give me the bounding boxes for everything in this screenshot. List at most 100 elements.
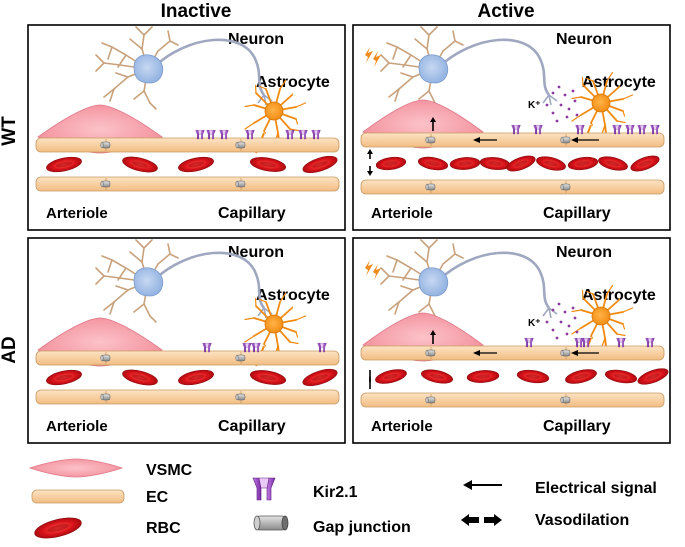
astrocyte-soma — [264, 314, 284, 334]
electrical-signal-arrowhead — [473, 137, 480, 143]
rbc-cell — [249, 370, 287, 385]
neuron-dendrite — [380, 267, 390, 277]
rbc-cell — [302, 368, 338, 387]
potassium-ion-dot — [575, 330, 579, 334]
neuron-dendrite — [107, 259, 113, 273]
kir-channel-pore — [319, 343, 325, 348]
kir-channel-pore — [253, 343, 259, 348]
gap-junction-end — [235, 180, 239, 188]
legend-gap-junction-icon — [253, 515, 289, 531]
endothelial-cell — [360, 392, 665, 408]
neuron-dendrite — [109, 301, 115, 315]
rbc-center — [260, 161, 276, 168]
neuron-axon-terminal — [542, 94, 558, 106]
potassium-ion-dot — [567, 107, 571, 111]
endothelial-cell — [360, 179, 665, 195]
astrocyte-process — [279, 79, 287, 90]
rbc-cell — [375, 369, 407, 384]
kir-channel-icon — [533, 125, 543, 135]
neuron-label: Neuron — [556, 31, 612, 48]
rbc-center — [426, 161, 440, 166]
neuron-dendrite — [169, 253, 179, 259]
neuron-dendrite — [452, 30, 456, 42]
neuron — [95, 26, 273, 110]
neuron-soma — [418, 54, 449, 84]
endothelial-cell — [35, 176, 340, 192]
astrocyte-process — [244, 317, 255, 321]
gap-junction-end — [425, 183, 429, 191]
astrocyte-process — [590, 335, 594, 339]
rbc-cell — [536, 156, 566, 171]
astrocyte-process — [618, 85, 621, 88]
gap-junction-end — [235, 393, 239, 401]
gap-junction-icon — [235, 393, 246, 401]
endothelial-layer — [360, 392, 665, 408]
neuron-dendrite — [380, 62, 390, 72]
rbc-center — [429, 373, 445, 380]
endothelial-layer — [35, 389, 340, 405]
kir-channel-pore — [577, 125, 583, 130]
astrocyte-process — [259, 85, 267, 90]
rbc-center — [260, 374, 276, 381]
lightning-bolt — [365, 47, 373, 63]
neuron-dendrite — [420, 239, 430, 249]
vasodilation-arrowhead — [367, 171, 373, 176]
kir-channel-icon — [242, 343, 252, 353]
endothelial-layer — [35, 350, 340, 366]
rbc-cell — [598, 156, 628, 171]
neuron-dendrite — [428, 26, 438, 36]
gap-junction-end — [235, 141, 239, 149]
kir-channel-icon — [581, 338, 591, 348]
kir-channel-icon — [511, 125, 521, 135]
neuron-dendrite — [392, 46, 398, 60]
kir-channel-pore — [221, 130, 227, 135]
rbc-cell — [421, 369, 453, 384]
rbc-center — [613, 374, 629, 379]
rbc-center — [525, 374, 541, 379]
neuron-dendrite — [394, 88, 400, 102]
gap-junction-end — [560, 396, 564, 404]
rbc-cell — [449, 157, 481, 170]
neuron-axon — [153, 251, 266, 309]
astrocyte-process — [622, 110, 626, 117]
potassium-ion-dot — [545, 320, 549, 324]
kir-channel-icon — [650, 125, 660, 135]
neuron-dendrite — [380, 54, 390, 64]
neuron-dendrite — [454, 40, 464, 46]
neuron-dendrite — [428, 239, 438, 249]
neuron-dendrite — [454, 253, 464, 259]
astrocyte-process — [254, 297, 257, 307]
kir-channel-pore — [627, 125, 633, 130]
astrocyte-process — [581, 289, 584, 299]
rbc-cell — [604, 369, 638, 384]
vasodilation-arrowhead — [430, 117, 436, 122]
rbc-cell — [46, 156, 82, 173]
potassium-ion-dot — [563, 310, 567, 314]
neuron-dendrite — [388, 301, 400, 311]
potassium-ions — [545, 302, 579, 340]
astrocyte-process — [586, 77, 594, 82]
legend-ec-shape — [31, 489, 125, 504]
kir-channel-icon — [574, 338, 584, 348]
gap-junction-icon — [100, 354, 111, 362]
rbc-cell — [178, 156, 214, 173]
neuron-dendrite — [133, 303, 145, 313]
lightning-bolt — [373, 51, 381, 67]
rbc-center — [383, 373, 399, 380]
kir-channel-pore — [287, 130, 293, 135]
rbc-cell — [249, 157, 287, 172]
capillary-label: Capillary — [218, 205, 286, 222]
gap-junction-end — [100, 354, 104, 362]
gap-junction-end — [560, 136, 564, 144]
kir-channel-pore — [244, 343, 250, 348]
gap-junction-icon — [235, 141, 246, 149]
astrocyte-process — [291, 306, 294, 309]
gap-junction-icon — [425, 183, 436, 191]
kir-channel-pore — [300, 130, 306, 135]
rbc-center — [573, 373, 589, 380]
astrocyte-process — [586, 290, 594, 295]
vasodilation-arrowhead — [367, 149, 373, 154]
astrocyte — [571, 71, 634, 146]
